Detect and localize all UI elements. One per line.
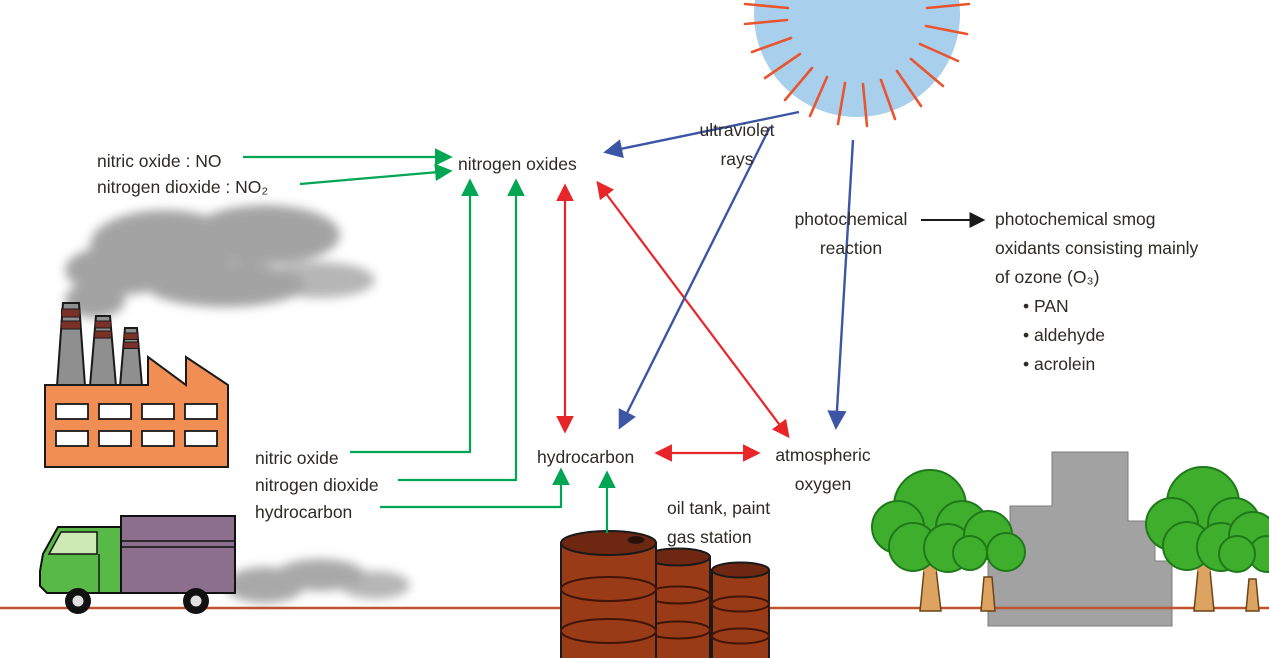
- green-arrow-source-hydrocarbon-up: [380, 467, 570, 509]
- label-photochemical-reaction: photochemical reaction: [783, 205, 919, 263]
- label-photochemical-reaction-line1: photochemical: [794, 209, 908, 229]
- truck-smoke: [225, 559, 410, 603]
- node-atmospheric-oxygen-line2: oxygen: [794, 474, 852, 494]
- label-source-hydrocarbon: hydrocarbon: [255, 502, 353, 522]
- smog-products-line3: of ozone (O₃): [995, 267, 1100, 287]
- factory-illustration: [44, 302, 229, 468]
- label-ultraviolet-rays-line2: rays: [720, 149, 754, 169]
- diagram-arrows: [243, 110, 986, 533]
- sun-illustration: [743, 0, 971, 128]
- factory-smoke: [65, 205, 375, 318]
- green-arrow-source-nitrogen-dioxide-up: [398, 178, 525, 482]
- green-arrow-source-nitric-oxide-up: [350, 178, 479, 454]
- label-ultraviolet-rays: ultraviolet rays: [676, 116, 798, 174]
- node-atmospheric-oxygen-line1: atmospheric: [775, 445, 871, 465]
- smog-products-text: photochemical smog oxidants consisting m…: [995, 205, 1198, 379]
- smog-bullet-item: PAN: [1023, 292, 1198, 321]
- trees-left-illustration: [871, 469, 1026, 612]
- node-atmospheric-oxygen: atmospheric oxygen: [760, 441, 886, 499]
- label-source-nitric-oxide: nitric oxide: [255, 448, 339, 468]
- smog-products-line1: photochemical smog: [995, 209, 1156, 229]
- label-source-nitrogen-dioxide: nitrogen dioxide: [255, 475, 379, 495]
- truck-illustration: [39, 515, 236, 614]
- label-ultraviolet-rays-line1: ultraviolet: [699, 120, 775, 140]
- sun-rays-icon: [743, 2, 971, 128]
- trees-right-illustration: [1145, 466, 1269, 612]
- blue-arrow-sun-to-atmospheric-oxygen: [827, 139, 855, 430]
- smog-bullet-item: aldehyde: [1023, 321, 1198, 350]
- label-oil-tank: oil tank, paint gas station: [667, 494, 770, 552]
- label-oil-tank-line2: gas station: [667, 527, 752, 547]
- label-photochemical-reaction-line2: reaction: [819, 238, 883, 258]
- red-arrow-nitrogen-oxides-atmospheric-oxygen: [596, 180, 790, 439]
- smog-bullets-list: PAN aldehyde acrolein: [1023, 292, 1198, 379]
- label-nitrogen-dioxide-no2: nitrogen dioxide : NO₂: [97, 177, 269, 197]
- node-nitrogen-oxides: nitrogen oxides: [458, 154, 577, 174]
- label-nitric-oxide-no: nitric oxide : NO: [97, 151, 222, 171]
- label-oil-tank-line1: oil tank, paint: [667, 498, 771, 518]
- smog-bullet-item: acrolein: [1023, 350, 1198, 379]
- oil-barrels-illustration: [560, 530, 770, 658]
- green-arrow-nitrogen-dioxide-to-nitrogen-oxides: [299, 163, 453, 186]
- blue-arrow-sun-to-nitrogen-oxides: [603, 110, 800, 159]
- smog-products-line2: oxidants consisting mainly: [995, 238, 1199, 258]
- blue-arrow-sun-to-hydrocarbon: [618, 126, 772, 430]
- node-hydrocarbon: hydrocarbon: [537, 447, 635, 467]
